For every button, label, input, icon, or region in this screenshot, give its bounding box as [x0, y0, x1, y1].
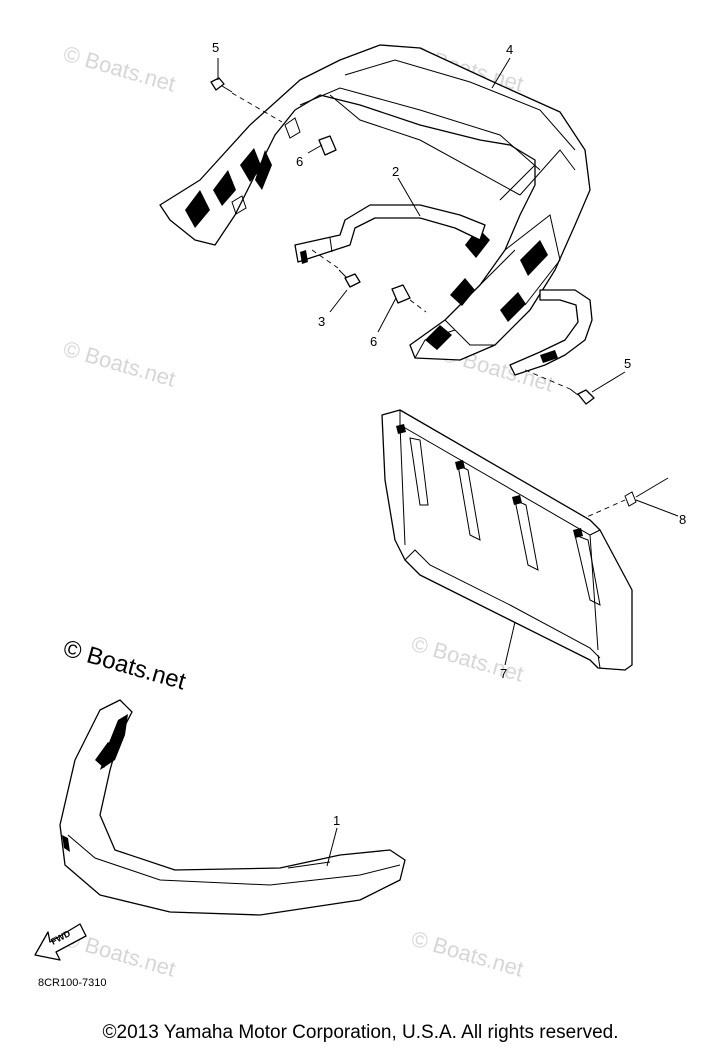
callout-7: 7 — [500, 666, 507, 681]
part-4-rear-frame — [159, 44, 591, 361]
callout-6-top: 6 — [296, 154, 303, 169]
callouts: 5 4 6 2 3 6 5 8 7 1 — [212, 40, 686, 828]
watermark: © Boats.net — [409, 631, 527, 687]
callout-3: 3 — [318, 314, 325, 329]
copyright-notice: ©2013 Yamaha Motor Corporation, U.S.A. A… — [102, 1022, 619, 1043]
callout-4: 4 — [506, 42, 513, 57]
part-7-flap — [381, 409, 633, 671]
callout-6-lower: 6 — [370, 334, 377, 349]
watermark: © Boats.net — [61, 336, 179, 392]
parts-diagram: © Boats.net © Boats.net © Boats.net © Bo… — [34, 40, 686, 989]
callout-5-top: 5 — [212, 40, 219, 55]
callout-5-lower: 5 — [624, 356, 631, 371]
callout-1: 1 — [333, 813, 340, 828]
watermark: © Boats.net — [409, 926, 527, 982]
part-2-stay — [294, 204, 593, 376]
watermark: © Boats.net — [61, 41, 179, 97]
part-1-front-bumper — [59, 699, 406, 916]
watermark-large: © Boats.net — [60, 635, 189, 696]
callout-2: 2 — [392, 164, 399, 179]
leader-lines — [217, 57, 679, 867]
callout-8: 8 — [679, 512, 686, 527]
diagram-code: 8CR100-7310 — [38, 977, 107, 989]
fasteners — [210, 77, 669, 521]
